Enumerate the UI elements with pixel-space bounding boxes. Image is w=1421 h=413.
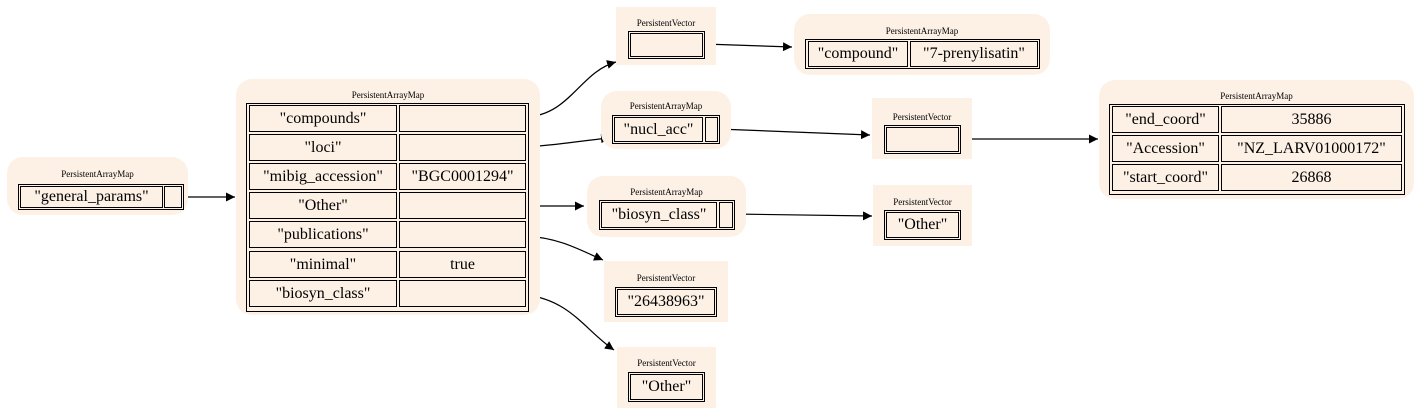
map-value-cell <box>399 105 526 132</box>
map-value-cell <box>705 117 718 142</box>
compound-map-node: PersistentArrayMap "compound" "7-prenyli… <box>794 14 1050 75</box>
map-value-cell: 26868 <box>1221 164 1402 191</box>
node-type-label: PersistentArrayMap <box>351 90 425 100</box>
map-key-cell: "loci" <box>249 134 397 161</box>
map-value-cell: "BGC0001294" <box>399 163 526 190</box>
node-type-label: PersistentVector <box>636 273 696 283</box>
vector-item-cell <box>886 127 959 152</box>
node-type-label: PersistentArrayMap <box>629 101 703 111</box>
publications-vector-node: PersistentVector "26438963" <box>604 261 728 322</box>
biosyn-class-vector-node: PersistentVector "Other" <box>617 347 716 408</box>
map-value-cell: true <box>399 251 526 278</box>
node-type-label: PersistentArrayMap <box>885 26 959 36</box>
map-key-cell: "Accession" <box>1112 135 1219 162</box>
map-key-cell: "nucl_acc" <box>614 117 703 142</box>
node-type-label: PersistentVector <box>893 197 952 207</box>
map-value-cell: "NZ_LARV01000172" <box>1221 135 1402 162</box>
edge-vector-to-compound-map <box>703 42 793 52</box>
accession-map-node: PersistentArrayMap "end_coord" 35886 "Ac… <box>1099 80 1414 199</box>
map-key-cell: "compounds" <box>249 105 397 132</box>
map-value-cell <box>399 280 526 307</box>
map-value-cell <box>399 134 526 161</box>
edge-biosyn-class-to-vector <box>732 211 873 221</box>
map-value-cell <box>399 221 526 248</box>
map-key-cell: "general_params" <box>20 186 163 208</box>
node-type-label: PersistentArrayMap <box>630 187 703 197</box>
node-type-label: PersistentArrayMap <box>1220 91 1293 101</box>
map-key-cell: "biosyn_class" <box>601 202 717 228</box>
map-key-cell: "minimal" <box>249 251 397 278</box>
map-key-cell: "end_coord" <box>1112 106 1219 133</box>
other-biosyn-vector-node: PersistentVector "Other" <box>873 185 972 246</box>
node-type-label: PersistentArrayMap <box>61 169 134 179</box>
vector-item-cell: "26438963" <box>617 289 715 315</box>
vector-item-cell <box>630 33 703 57</box>
edge-nucl-acc-to-vector <box>717 128 871 140</box>
map-key-cell: "publications" <box>249 221 397 248</box>
map-key-cell: "Other" <box>249 192 397 219</box>
nucl-acc-vector-node: PersistentVector <box>872 98 972 159</box>
map-value-cell <box>164 186 182 208</box>
other-map-node: PersistentArrayMap "biosyn_class" <box>587 176 746 237</box>
node-type-label: PersistentVector <box>636 18 696 28</box>
node-type-label: PersistentVector <box>637 358 696 368</box>
map-key-cell: "start_coord" <box>1112 164 1219 191</box>
compounds-vector-node: PersistentVector <box>616 7 716 65</box>
general-params-map-node: PersistentArrayMap "compounds" "loci" "m… <box>236 79 540 315</box>
map-value-cell <box>719 202 733 228</box>
loci-map-node: PersistentArrayMap "nucl_acc" <box>601 91 731 149</box>
map-key-cell: "compound" <box>808 41 908 67</box>
node-type-label: PersistentVector <box>892 112 952 122</box>
map-value-cell: 35886 <box>1221 106 1402 133</box>
vector-item-cell: "Other" <box>630 374 703 400</box>
vector-item-cell: "Other" <box>886 212 959 238</box>
map-key-cell: "mibig_accession" <box>249 163 397 190</box>
map-value-cell: "7-prenylisatin" <box>910 41 1038 67</box>
map-value-cell <box>399 192 526 219</box>
root-map-node: PersistentArrayMap "general_params" <box>7 157 188 215</box>
map-key-cell: "biosyn_class" <box>249 280 397 307</box>
